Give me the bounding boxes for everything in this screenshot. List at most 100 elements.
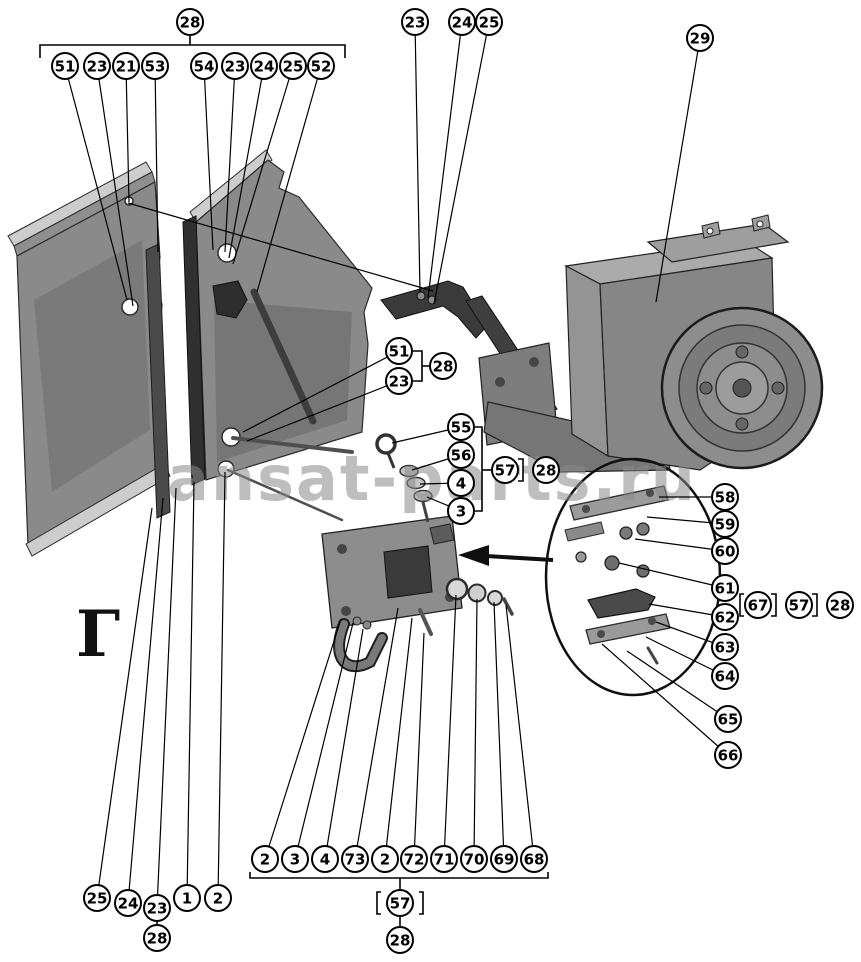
leader-line: [96, 65, 134, 307]
leader-line: [601, 643, 729, 756]
callout-24: 24: [114, 889, 142, 917]
svg-text:28: 28: [180, 14, 201, 32]
leader-line: [634, 538, 726, 552]
svg-text:65: 65: [718, 711, 739, 729]
pulley-wheel: [660, 306, 824, 470]
callout-4: 4: [311, 845, 339, 873]
u-bolt: [335, 620, 386, 671]
section-letter: Г: [76, 597, 120, 672]
svg-text:3: 3: [456, 503, 466, 521]
leader-line: [242, 350, 400, 433]
mounting-bar-rear: [182, 215, 206, 486]
svg-text:66: 66: [718, 747, 739, 765]
callout-28: 28: [176, 8, 204, 36]
callout-51: 51: [51, 52, 79, 80]
callout-23: 23: [401, 8, 429, 36]
svg-text:25: 25: [283, 58, 304, 76]
svg-text:53: 53: [145, 58, 166, 76]
svg-text:28: 28: [536, 462, 557, 480]
svg-text:67: 67: [748, 597, 769, 615]
callout-25: 25: [475, 8, 503, 36]
callout-52: 52: [307, 52, 335, 80]
leader-line: [64, 65, 128, 301]
callout-23: 23: [143, 894, 171, 922]
leader-line: [154, 65, 159, 253]
leader-line: [256, 65, 322, 293]
leader-line: [232, 65, 294, 265]
svg-text:55: 55: [451, 419, 472, 437]
long-bolt-2: [226, 468, 344, 522]
bracket-line: [39, 44, 346, 58]
svg-text:4: 4: [456, 475, 466, 493]
leader-line: [433, 21, 490, 305]
svg-text:51: 51: [389, 343, 410, 361]
callout-73: 73: [341, 845, 369, 873]
svg-text:25: 25: [87, 890, 108, 908]
callout-71: 71: [430, 845, 458, 873]
svg-text:28: 28: [830, 597, 851, 615]
bracket-line: [475, 426, 483, 512]
leader-line: [246, 380, 400, 442]
callout-62: 62: [711, 603, 739, 631]
washer-set: [445, 577, 514, 616]
left-panel-rear: [189, 149, 373, 481]
leader-line: [473, 598, 478, 860]
svg-text:23: 23: [405, 14, 426, 32]
leader-line: [443, 594, 457, 860]
leader-line: [384, 617, 413, 860]
callout-68: 68: [520, 845, 548, 873]
leader-line: [618, 562, 726, 589]
bracket-line: [412, 350, 423, 382]
leader-line: [127, 202, 434, 292]
svg-text:2: 2: [260, 851, 270, 869]
leader-line: [203, 65, 214, 251]
mounting-plate-assembly: [321, 515, 463, 673]
callout-25: 25: [83, 884, 111, 912]
leader-lines: [64, 21, 729, 909]
leader-line: [125, 65, 130, 203]
long-bolt: [231, 436, 354, 454]
leader-line: [626, 650, 729, 720]
svg-text:62: 62: [715, 609, 736, 627]
svg-text:24: 24: [118, 895, 139, 913]
leader-line: [414, 21, 421, 293]
callout-56: 56: [447, 441, 475, 469]
svg-text:57: 57: [789, 597, 810, 615]
callout-3: 3: [447, 497, 475, 525]
svg-text:2: 2: [380, 851, 390, 869]
svg-text:60: 60: [715, 543, 736, 561]
svg-text:73: 73: [345, 851, 366, 869]
leader-line: [224, 65, 236, 253]
leader-line: [186, 481, 195, 899]
callout-64: 64: [711, 662, 739, 690]
svg-text:70: 70: [464, 851, 485, 869]
callout-28: 28: [143, 924, 171, 952]
callout-23: 23: [83, 52, 111, 80]
svg-text:24: 24: [452, 14, 473, 32]
callout-58: 58: [711, 483, 739, 511]
callout-70: 70: [460, 845, 488, 873]
callout-55: 55: [447, 413, 475, 441]
svg-text:57: 57: [495, 462, 516, 480]
callout-57: 57: [491, 456, 519, 484]
callout-57: 57: [785, 591, 813, 619]
svg-text:56: 56: [451, 447, 472, 465]
mounting-bar-front: [145, 243, 171, 519]
leader-line: [655, 37, 701, 303]
watermark: ansat-parts.ru: [167, 442, 697, 515]
bracket-line: [812, 593, 818, 617]
svg-text:4: 4: [320, 851, 330, 869]
leader-line: [156, 487, 177, 909]
callout-21: 21: [112, 52, 140, 80]
svg-text:64: 64: [715, 668, 736, 686]
svg-text:23: 23: [147, 900, 168, 918]
callout-2: 2: [251, 845, 279, 873]
leader-line: [505, 604, 535, 860]
callout-51: 51: [385, 337, 413, 365]
svg-text:23: 23: [225, 58, 246, 76]
svg-text:54: 54: [194, 58, 215, 76]
callout-67: 67: [744, 591, 772, 619]
svg-text:59: 59: [715, 516, 736, 534]
